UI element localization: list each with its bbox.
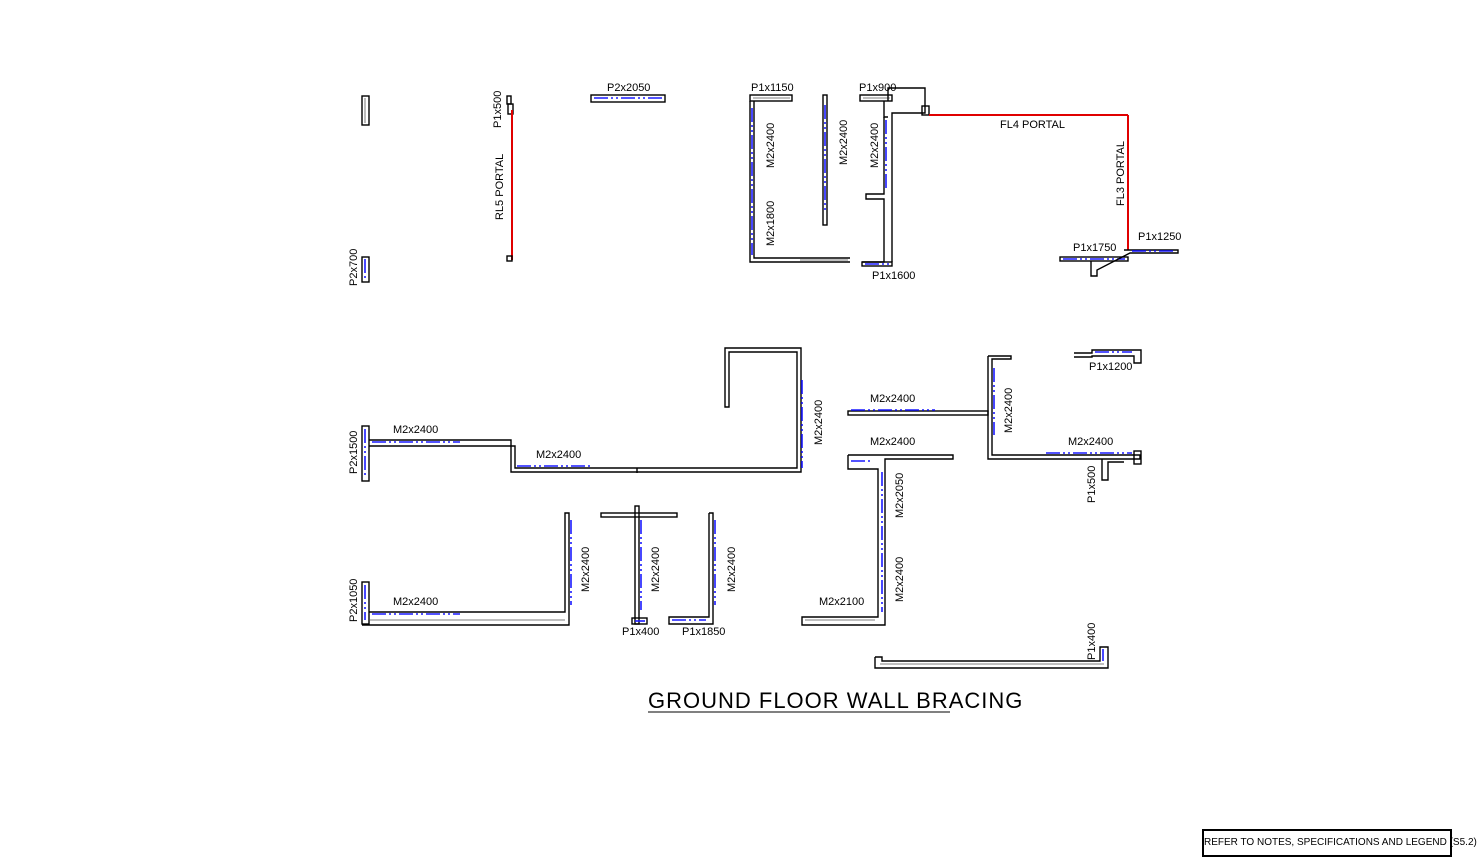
wall-block-bottom-center-right — [668, 512, 716, 625]
label-p1x1850: P1x1850 — [682, 626, 725, 638]
panel-p2x700-top — [361, 95, 370, 126]
label-p1x1150: P1x1150 — [751, 82, 794, 94]
label-p1x1200: P1x1200 — [1089, 361, 1132, 373]
wall-block-center-top — [749, 87, 930, 267]
label-p2x1500: P2x1500 — [348, 431, 360, 474]
label-p2x1050: P2x1050 — [348, 579, 360, 622]
label-m2x2400-d: M2x2400 — [870, 393, 915, 405]
label-p1x1750: P1x1750 — [1073, 242, 1116, 254]
label-m2x2050: M2x2050 — [894, 473, 906, 518]
label-m2x2400-k: M2x2400 — [894, 557, 906, 602]
label-p1x900: P1x900 — [859, 82, 896, 94]
wall-t-bottom-center — [600, 505, 678, 625]
label-m2x2400-g: M2x2400 — [393, 424, 438, 436]
label-p1x400-left: P1x400 — [622, 626, 659, 638]
wall-block-right-top — [1059, 249, 1179, 277]
label-m2x2400-a: M2x2400 — [765, 123, 777, 168]
label-m2x2400-h: M2x2400 — [536, 449, 581, 461]
wall-block-center-middle — [801, 355, 1142, 626]
label-m2x2400-f: M2x2400 — [1068, 436, 1113, 448]
panel-p2x2050 — [590, 94, 666, 103]
label-m2x2400-n: M2x2400 — [650, 547, 662, 592]
wall-block-left-middle — [361, 347, 803, 482]
drawing-title: GROUND FLOOR WALL BRACING — [648, 688, 1023, 713]
label-m2x2100: M2x2100 — [819, 596, 864, 608]
label-p2x700: P2x700 — [348, 249, 360, 286]
wall-block-bottom-left — [361, 512, 572, 626]
label-m2x2400-o: M2x2400 — [726, 547, 738, 592]
notes-reference-box: REFER TO NOTES, SPECIFICATIONS AND LEGEN… — [1202, 829, 1477, 857]
label-m2x2400-c: M2x2400 — [869, 123, 881, 168]
panel-p1x1200 — [1074, 349, 1142, 364]
rl5-portal-line — [506, 95, 514, 262]
label-fl3-portal: FL3 PORTAL — [1115, 141, 1127, 206]
label-m2x2400-b: M2x2400 — [838, 120, 850, 165]
label-p1x500-top: P1x500 — [492, 91, 504, 128]
label-m2x2400-j: M2x2400 — [870, 436, 915, 448]
label-p1x1600: P1x1600 — [872, 270, 915, 282]
label-p1x1250: P1x1250 — [1138, 231, 1181, 243]
label-p1x400-right: P1x400 — [1086, 623, 1098, 660]
label-m2x2400-e: M2x2400 — [1003, 388, 1015, 433]
label-m2x2400-l: M2x2400 — [393, 596, 438, 608]
label-rl5-portal: RL5 PORTAL — [494, 154, 506, 220]
label-m2x2400-m: M2x2400 — [580, 547, 592, 592]
label-m2x2400-i: M2x2400 — [813, 400, 825, 445]
label-p2x2050: P2x2050 — [607, 82, 650, 94]
panel-p2x700 — [361, 256, 370, 283]
label-m2x1800: M2x1800 — [765, 201, 777, 246]
label-p1x500-right: P1x500 — [1086, 466, 1098, 503]
fl4-fl3-portal-frame — [929, 114, 1129, 250]
wall-block-bottom-right — [874, 646, 1109, 669]
label-fl4-portal: FL4 PORTAL — [1000, 119, 1065, 131]
